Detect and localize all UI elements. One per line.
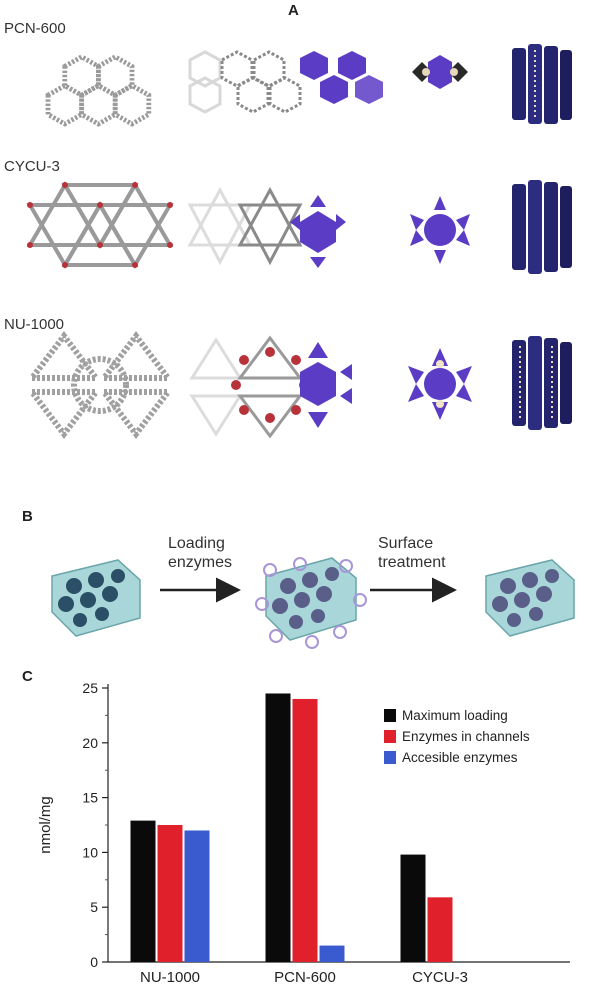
pcn600-partial-framework-icon: [188, 50, 302, 114]
y-tick-label: 5: [90, 899, 98, 915]
bar-pcn-600-series-0: [265, 693, 291, 962]
bar-nu-1000-series-0: [130, 820, 156, 962]
legend-label: Enzymes in channels: [402, 729, 530, 744]
legend-swatch: [384, 751, 396, 764]
panel-b-letter: B: [22, 508, 33, 525]
panel-a-letter: A: [288, 2, 299, 19]
bar-pcn-600-series-1: [292, 698, 318, 962]
y-tick-label: 25: [82, 680, 98, 696]
legend-swatch: [384, 730, 396, 743]
row-label-cycu3: CYCU-3: [4, 158, 60, 175]
pcn600-channel-tubes-icon: [512, 44, 572, 124]
cycu3-framework-icon: [26, 181, 174, 269]
pcn600-node-cluster-icon: [412, 55, 468, 89]
legend-label: Maximum loading: [402, 708, 508, 723]
panel-b-process: [51, 557, 575, 649]
cycu3-channel-tubes-icon: [512, 180, 572, 274]
legend-swatch: [384, 709, 396, 722]
step1-label-line2: enzymes: [168, 554, 233, 571]
x-tick-label: NU-1000: [140, 969, 200, 986]
step2-label-line1: Surface: [378, 535, 434, 552]
treated-mof-bundle-icon: [485, 559, 575, 637]
legend-label: Accesible enzymes: [402, 750, 518, 765]
x-tick-label: PCN-600: [274, 969, 336, 986]
bar-nu-1000-series-1: [157, 825, 183, 962]
pcn600-enzyme-hexagons-icon: [300, 51, 383, 104]
y-tick-label: 10: [82, 844, 98, 860]
step2-label-line2: treatment: [378, 554, 446, 571]
step1-label-line1: Loading: [168, 535, 225, 552]
bar-nu-1000-series-2: [184, 830, 210, 962]
nu1000-partial-framework-icon: [189, 335, 303, 439]
row-label-pcn600: PCN-600: [4, 20, 66, 37]
nu1000-red-nodes-icon: [231, 347, 309, 423]
nu1000-channel-tubes-icon: [512, 336, 572, 430]
bar-cycu-3-series-0: [400, 854, 426, 962]
nu1000-enzyme-star-icon: [300, 342, 352, 428]
bar-pcn-600-series-2: [319, 945, 345, 962]
panel-a-structures: [25, 44, 572, 439]
y-axis-label: nmol/mg: [37, 796, 54, 854]
cycu3-partial-framework-icon: [187, 186, 303, 266]
cycu3-node-cluster-icon: [410, 196, 470, 264]
y-tick-label: 15: [82, 790, 98, 806]
empty-mof-bundle-icon: [51, 559, 141, 637]
cycu3-enzyme-star-icon: [290, 195, 346, 268]
x-tick-label: CYCU-3: [412, 969, 468, 986]
nu1000-node-cluster-icon: [408, 348, 472, 420]
y-tick-label: 20: [82, 735, 98, 751]
nu1000-framework-icon: [25, 331, 175, 439]
y-tick-label: 0: [90, 954, 98, 970]
bar-cycu-3-series-1: [427, 897, 453, 962]
row-label-nu1000: NU-1000: [4, 316, 65, 333]
loaded-mof-bundle-icon: [255, 557, 367, 649]
panel-c-letter: C: [22, 668, 33, 685]
